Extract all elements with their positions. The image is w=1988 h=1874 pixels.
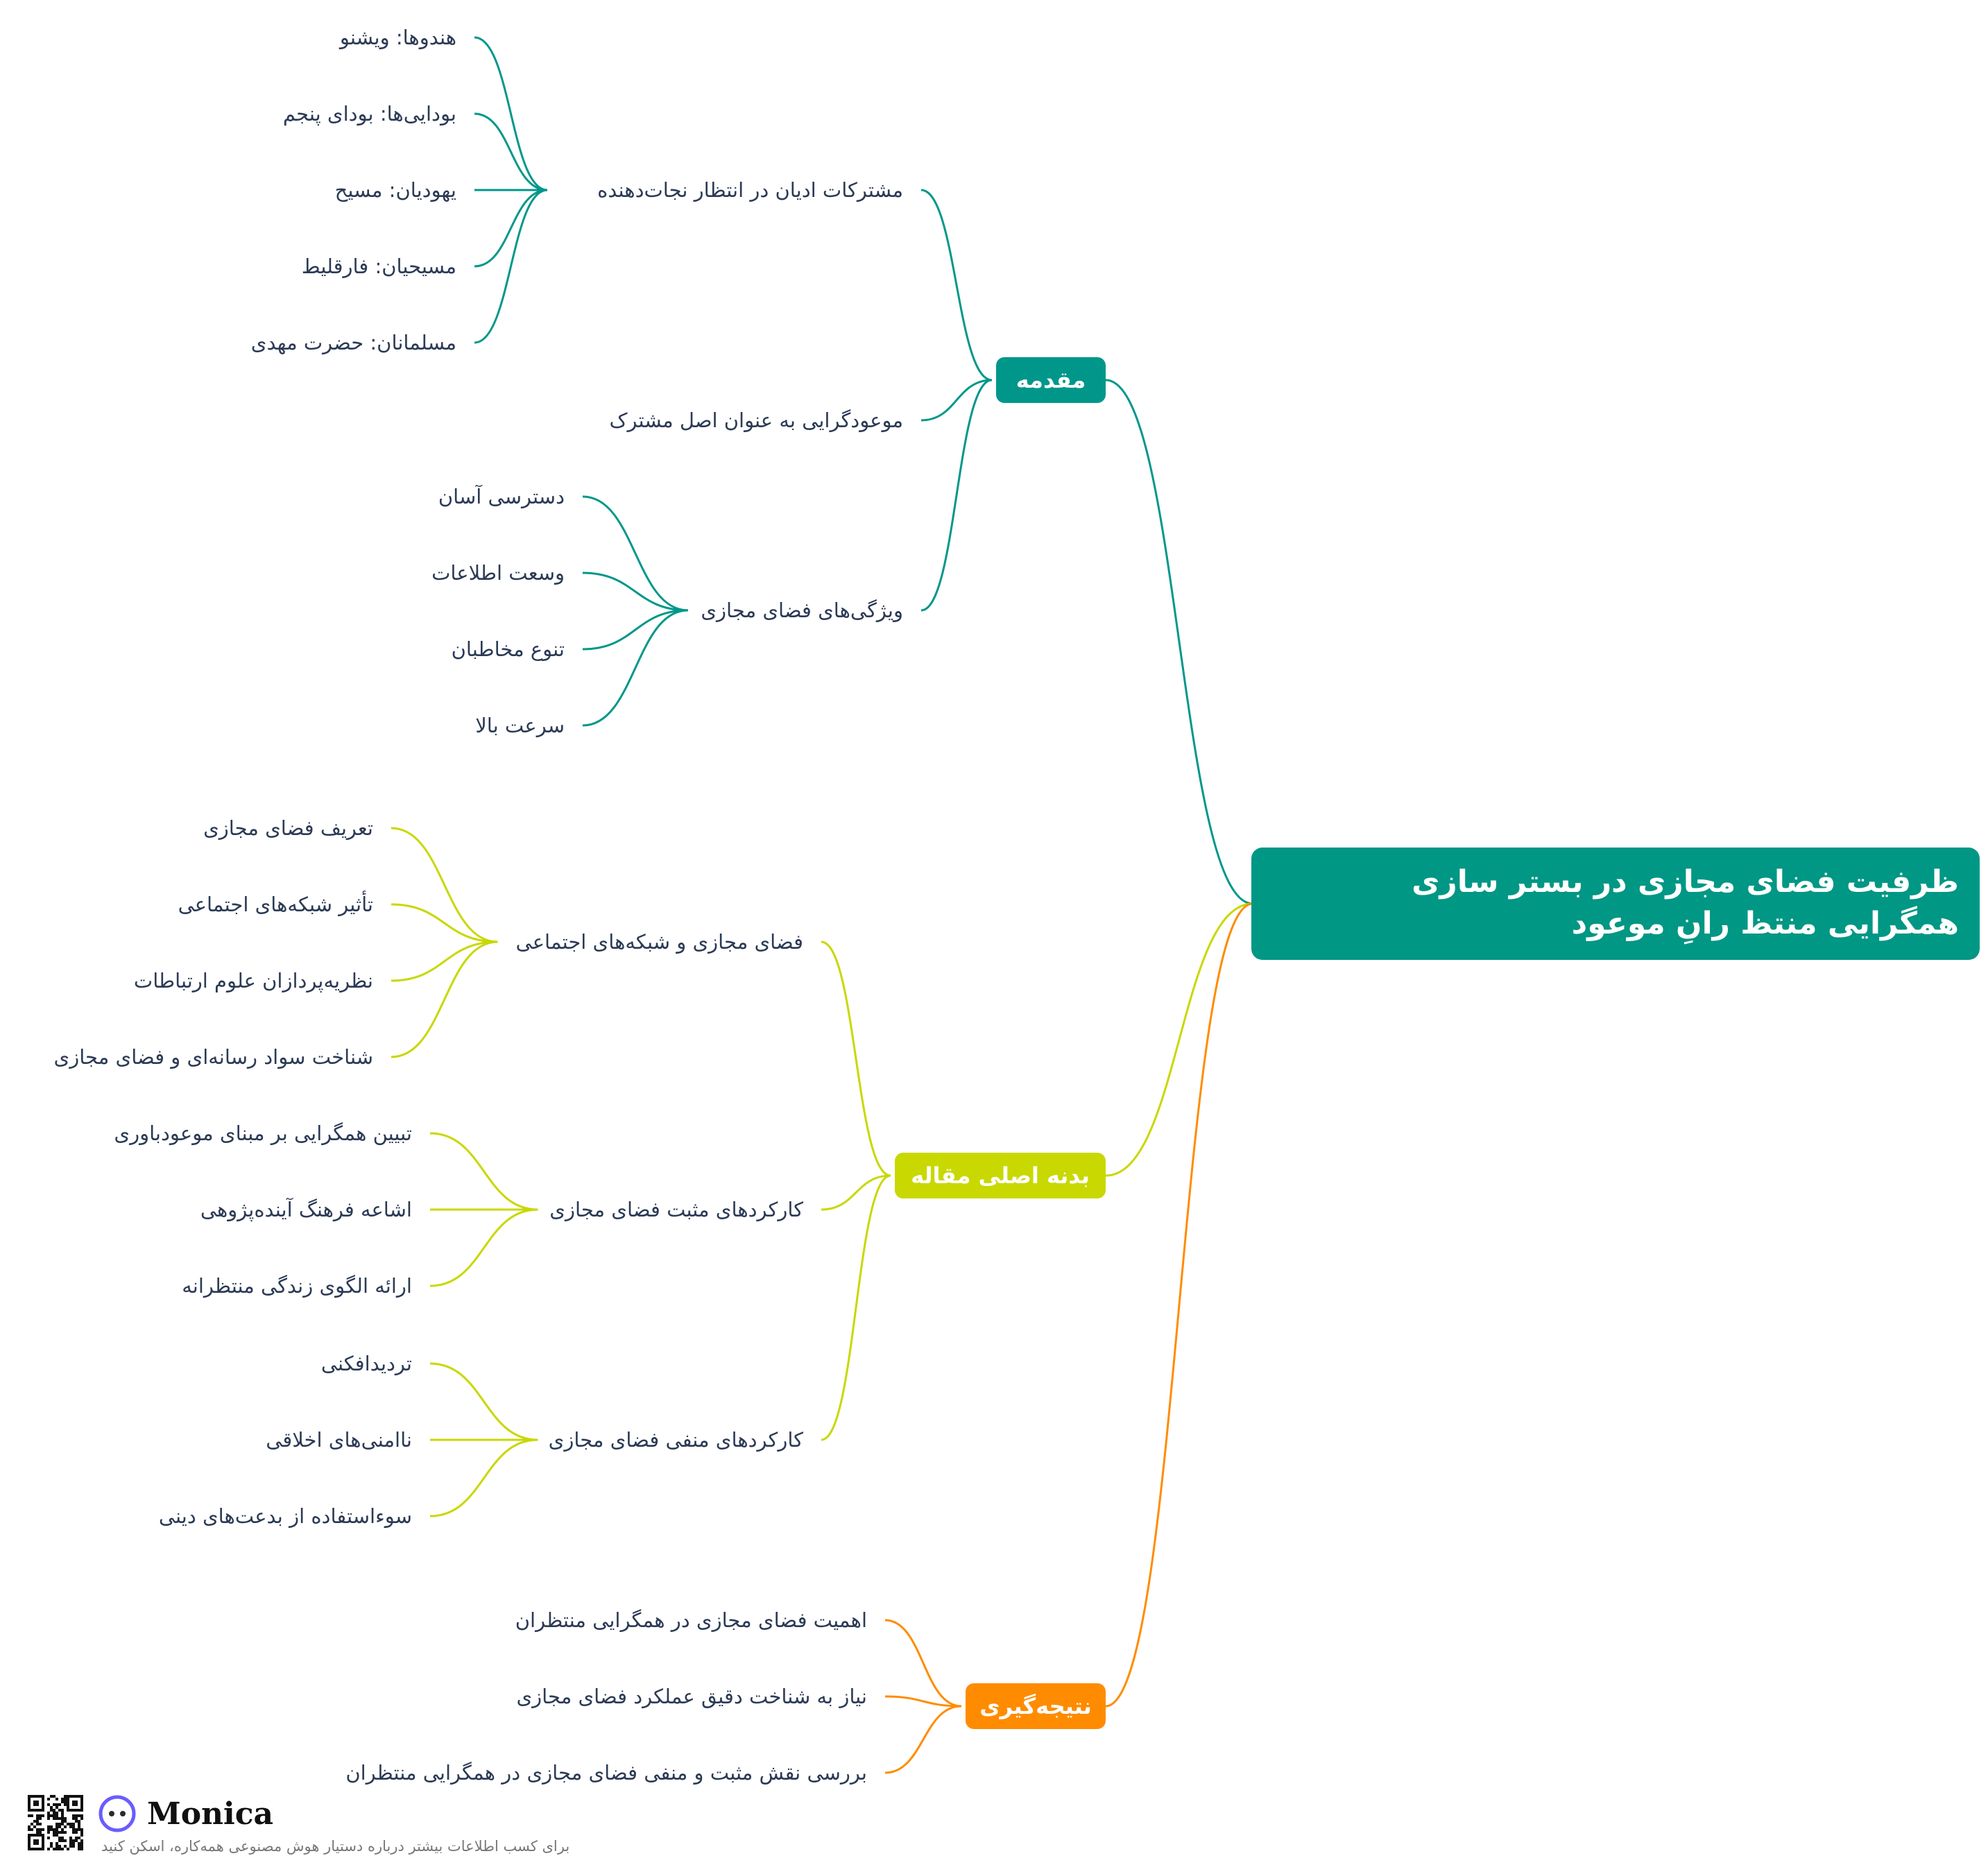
leaf-label[interactable]: نظریه‌پردازان علوم ارتباطات <box>133 969 373 992</box>
leaf-label[interactable]: سرعت بالا <box>475 714 565 737</box>
connector-line <box>429 1208 538 1287</box>
leaf-label[interactable]: تبیین همگرایی بر مبنای موعودباوری <box>114 1121 412 1145</box>
subtopic-label[interactable]: ویژگی‌های فضای مجازی <box>701 599 903 622</box>
connector-line <box>1105 902 1253 1177</box>
leaf-label[interactable]: مسلمانان: حضرت مهدی <box>250 331 456 354</box>
connector-line <box>884 1705 962 1774</box>
connector-line <box>474 189 548 344</box>
monica-caption: برای کسب اطلاعات بیشتر درباره دستیار هوش… <box>101 1838 570 1855</box>
qr-code-icon <box>28 1795 83 1850</box>
connector-line <box>582 571 689 612</box>
branch-topic[interactable]: مقدمه <box>996 357 1106 403</box>
connector-line <box>582 495 689 612</box>
leaf-label[interactable]: بودایی‌ها: بودای پنجم <box>282 102 456 126</box>
connector-line <box>582 609 689 727</box>
leaf-label[interactable]: تأثیر شبکه‌های اجتماعی <box>178 893 373 916</box>
root-topic[interactable]: ظرفیت فضای مجازی در بستر سازی همگرایی من… <box>1251 848 1980 960</box>
subtopic-label[interactable]: کارکردهای مثبت فضای مجازی <box>549 1198 803 1221</box>
subtopic-label[interactable]: اهمیت فضای مجازی در همگرایی منتظران <box>515 1608 867 1632</box>
connector-line <box>429 1132 538 1211</box>
connector-line <box>884 1619 962 1708</box>
leaf-label[interactable]: تعریف فضای مجازی <box>203 816 373 840</box>
leaf-label[interactable]: سوءاستفاده از بدعت‌های دینی <box>158 1504 412 1528</box>
leaf-label[interactable]: وسعت اطلاعات <box>431 561 565 585</box>
branch-topic[interactable]: بدنه اصلی مقاله <box>895 1153 1106 1198</box>
leaf-label[interactable]: تردیدافکنی <box>320 1352 412 1375</box>
connector-line <box>920 189 993 381</box>
subtopic-label[interactable]: فضای مجازی و شبکه‌های اجتماعی <box>515 930 803 954</box>
leaf-label[interactable]: یهودیان: مسیح <box>334 178 456 202</box>
leaf-label[interactable]: شناخت سواد رسانه‌ای و فضای مجازی <box>53 1045 374 1069</box>
leaf-label[interactable]: هندوها: ویشنو <box>339 26 456 49</box>
leaf-label[interactable]: تنوع مخاطبان <box>451 637 565 661</box>
leaf-label[interactable]: مسیحیان: فارقلیط <box>301 255 456 278</box>
connector-line <box>884 1695 962 1708</box>
subtopic-label[interactable]: نیاز به شناخت دقیق عملکرد فضای مجازی <box>516 1685 867 1708</box>
connector-line <box>474 36 548 191</box>
connector-line <box>920 379 993 422</box>
connector-line <box>391 903 498 943</box>
connector-line <box>582 609 689 651</box>
connector-line <box>1105 902 1253 1708</box>
leaf-label[interactable]: اشاعه فرهنگ آینده‌پژوهی <box>200 1198 412 1221</box>
connector-line <box>474 112 548 191</box>
connector-line <box>391 940 498 1058</box>
connector-line <box>429 1362 538 1441</box>
connector-line <box>1105 379 1253 905</box>
connector-line <box>474 189 548 268</box>
monica-watermark: Monica برای کسب اطلاعات بیشتر درباره دست… <box>28 1795 638 1864</box>
connector-line <box>391 940 498 982</box>
connector-line <box>821 940 891 1177</box>
connector-line <box>821 1174 891 1211</box>
monica-face-icon <box>98 1795 136 1832</box>
subtopic-label[interactable]: کارکردهای منفی فضای مجازی <box>548 1428 803 1452</box>
monica-brand-name: Monica <box>147 1796 274 1832</box>
subtopic-label[interactable]: مشترکات ادیان در انتظار نجات‌دهنده <box>597 178 903 202</box>
subtopic-label[interactable]: موعودگرایی به عنوان اصل مشترک <box>609 409 903 432</box>
branch-topic[interactable]: نتیجه‌گیری <box>966 1683 1106 1729</box>
connector-line <box>920 379 993 612</box>
connector-line <box>821 1174 891 1441</box>
connector-line <box>391 827 498 943</box>
connector-line <box>429 1438 538 1518</box>
leaf-label[interactable]: دسترسی آسان <box>438 485 565 508</box>
leaf-label[interactable]: ارائه الگوی زندگی منتظرانه <box>182 1274 412 1298</box>
subtopic-label[interactable]: بررسی نقش مثبت و منفی فضای مجازی در همگر… <box>345 1761 867 1785</box>
leaf-label[interactable]: ناامنی‌های اخلاقی <box>266 1428 412 1452</box>
